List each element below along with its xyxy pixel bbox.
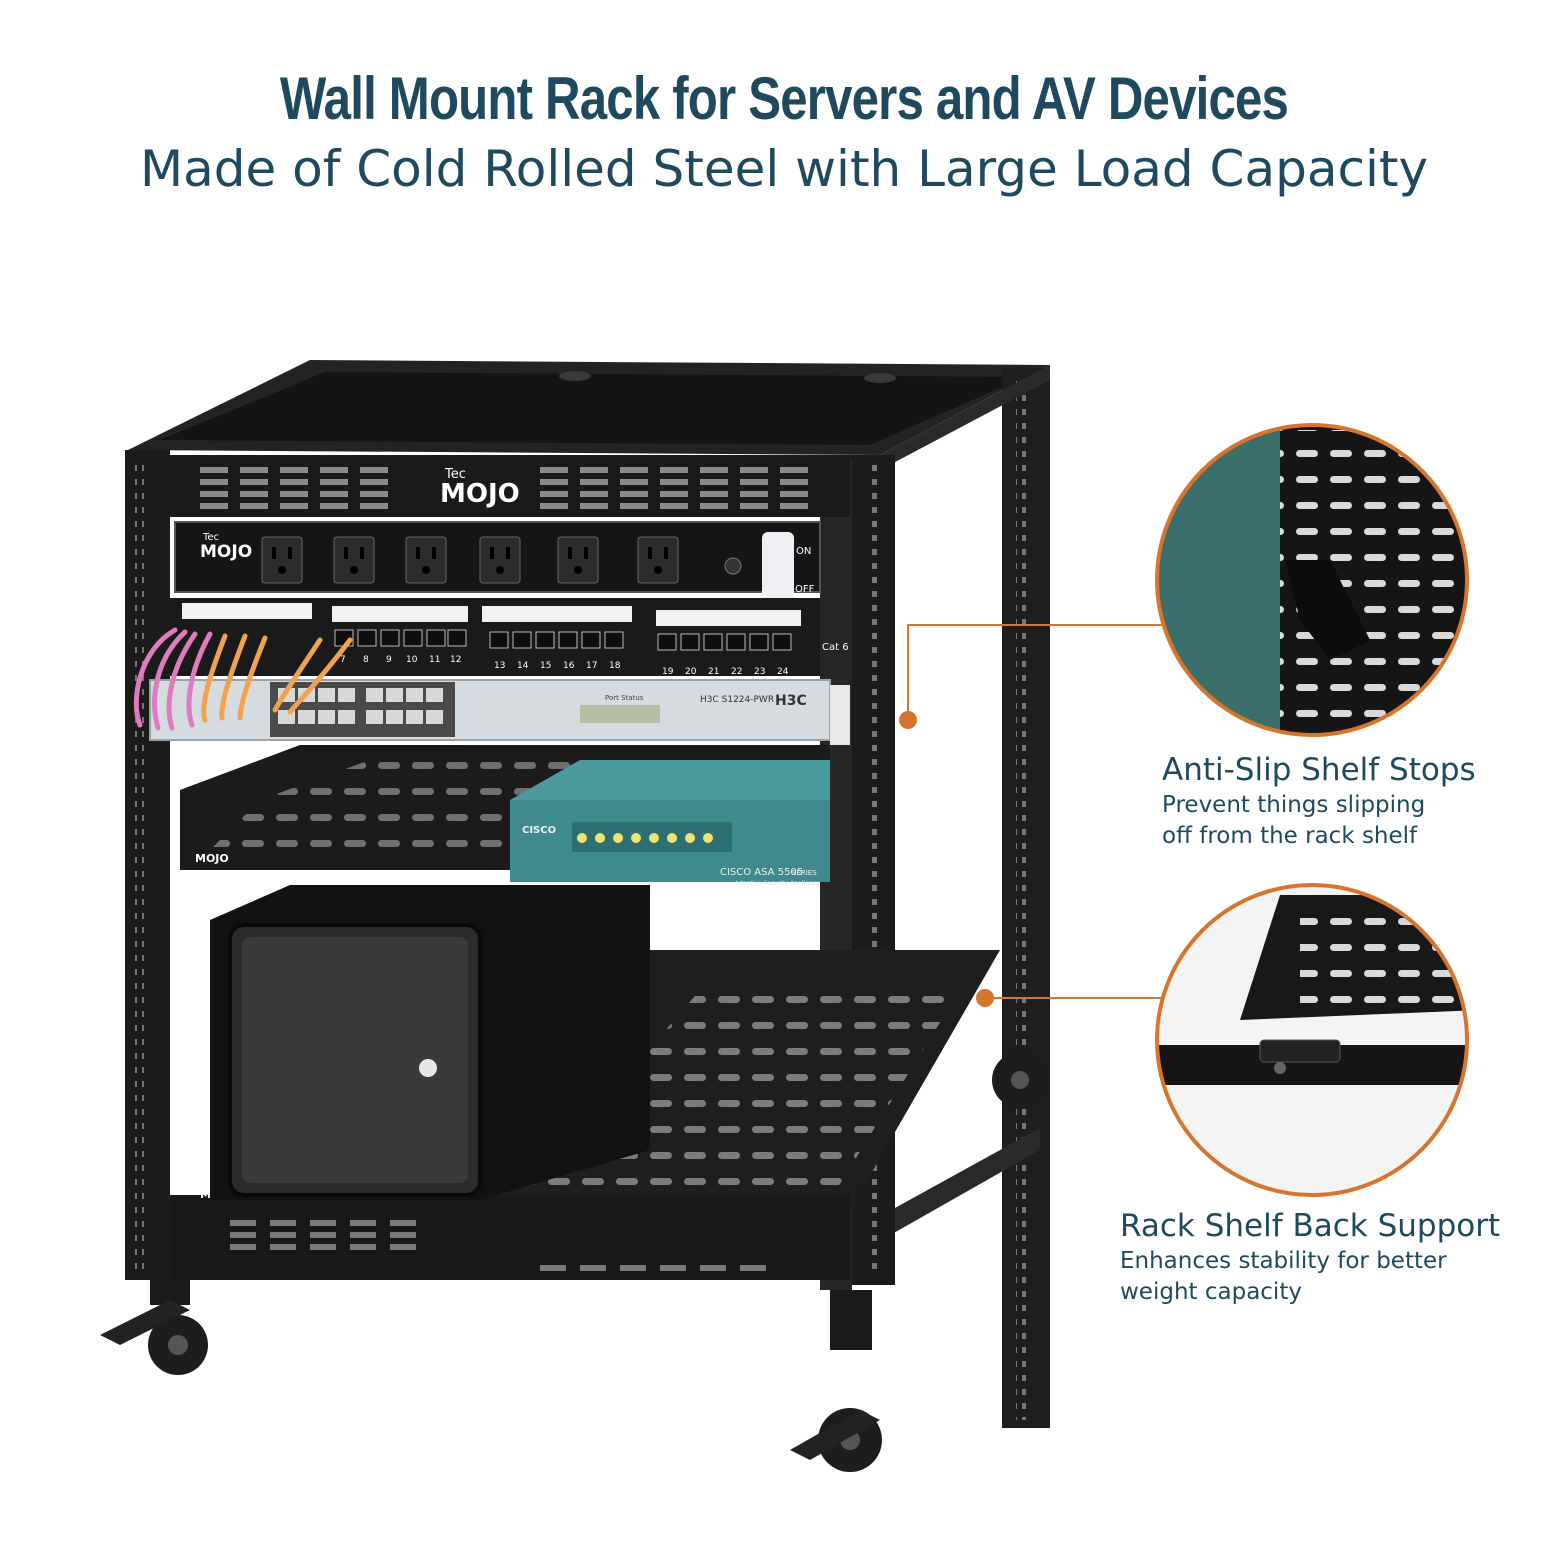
power-strip: Tec MOJO ON OFF [174,521,821,604]
port-number: 19 [662,667,674,677]
port-number: 9 [386,655,392,665]
tower-computer [210,885,650,1200]
port-number: 8 [363,655,369,665]
callout-desc-line: off from the rack shelf [1162,823,1418,849]
callout-desc-line: Enhances stability for better [1120,1248,1447,1274]
firewall-model: CISCO ASA 5505 [720,867,803,878]
patch-panel: 7 8 9 10 11 12 13 14 15 16 17 18 19 20 2… [170,598,849,677]
callout-marker-1 [899,711,917,729]
rack-frame [125,360,1050,1428]
port-number: 11 [429,655,440,665]
page-title: Wall Mount Rack for Servers and AV Devic… [279,65,1289,132]
port-number: 24 [777,667,789,677]
brand-small-pdu: Tec [202,532,219,543]
port-number: 7 [340,655,346,665]
firewall-tagline: Adaptive Security Appliance [735,880,820,887]
port-number: 17 [586,661,597,671]
port-number: 22 [731,667,742,677]
switch-status-label: Port Status [605,694,644,702]
zoom-shelf-stop [1155,423,1469,737]
port-number: 12 [450,655,461,665]
page-subtitle: Made of Cold Rolled Steel with Large Loa… [139,140,1429,198]
port-number: 15 [540,661,551,671]
brand-top: MOJO [440,479,520,509]
patch-cables [133,627,353,731]
pdu-off-label: OFF [795,584,815,595]
pdu-on-label: ON [796,546,811,557]
callout-desc-line: weight capacity [1120,1279,1302,1305]
brand-upper-shelf: MOJO [195,852,229,865]
cat6-label: Cat 6 [822,642,849,653]
port-number: 23 [754,667,765,677]
callout-leaders [907,624,1163,999]
firewall-appliance: CISCO CISCO ASA 5505 SERIES Adaptive Sec… [510,760,830,887]
switch-brand: H3C [775,693,807,709]
callout-title-back-support: Rack Shelf Back Support [1120,1208,1501,1244]
vented-panel-top: Tec MOJO [170,455,850,517]
callout-title-shelf-stops: Anti-Slip Shelf Stops [1162,752,1476,788]
port-number: 14 [517,661,529,671]
port-number: 20 [685,667,697,677]
callout-desc-line: Prevent things slipping [1162,792,1426,818]
switch-model: H3C S1224-PWR [700,695,774,705]
callout-marker-2 [976,989,994,1007]
port-number: 16 [563,661,575,671]
callout-desc-back-support: Enhances stability for better weight cap… [1120,1246,1447,1308]
brand-small-top: Tec [444,467,466,482]
port-number: 13 [494,661,505,671]
callout-desc-shelf-stops: Prevent things slipping off from the rac… [1162,790,1425,852]
port-number: 10 [406,655,418,665]
firewall-brand: CISCO [522,825,556,836]
zoom-back-support [1155,883,1469,1197]
firewall-model-suffix: SERIES [792,869,817,877]
casters [100,1052,1048,1472]
port-number: 21 [708,667,719,677]
brand-pdu: MOJO [200,542,252,562]
network-switch: Port Status H3C S1224-PWR H3C [149,679,850,745]
port-number: 18 [609,661,621,671]
